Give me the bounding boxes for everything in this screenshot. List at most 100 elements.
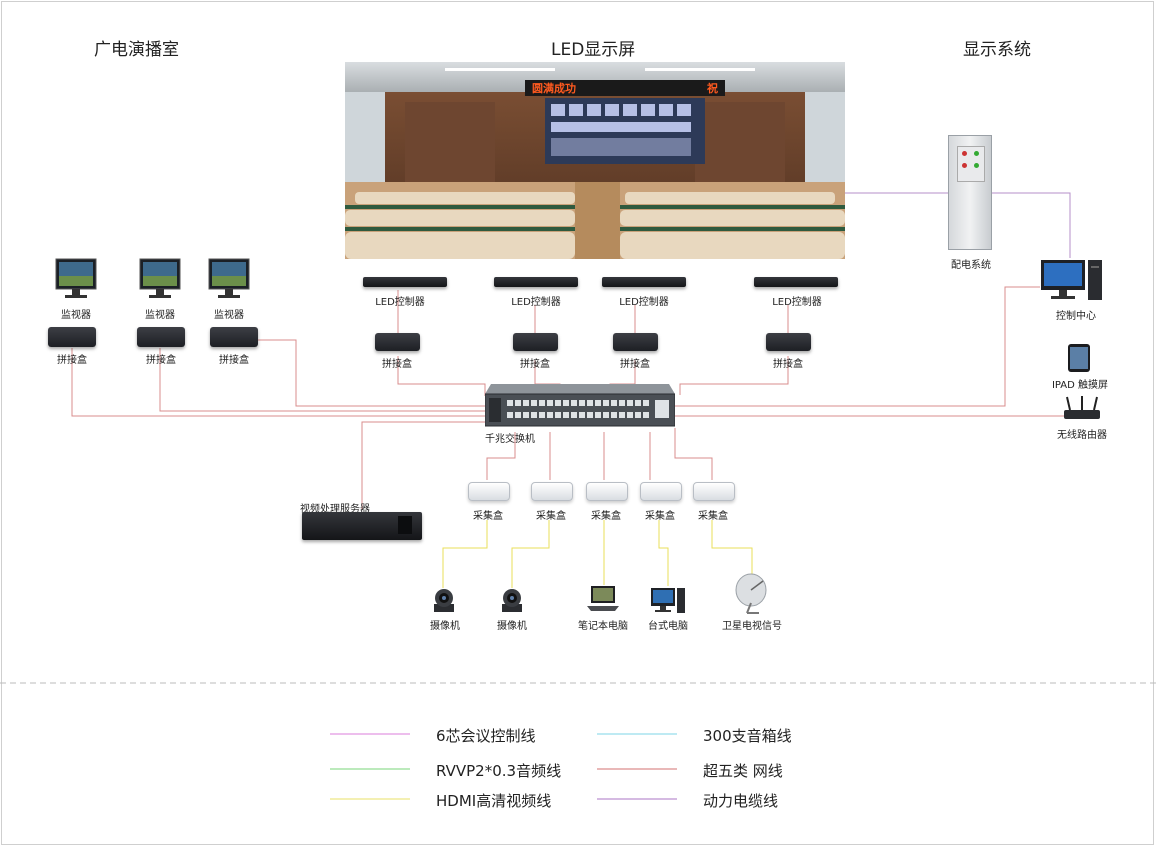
gigabit-switch	[485, 384, 675, 428]
power-to-control	[992, 193, 1070, 258]
switch-label: 千兆交换机	[480, 430, 540, 445]
collector-box-3	[586, 482, 628, 501]
header-studio: 广电演播室	[94, 35, 179, 60]
collector-label-3: 采集盒	[581, 507, 631, 522]
collector-box-1	[468, 482, 510, 501]
led-hall-photo: 圆满成功 祝	[345, 62, 845, 259]
led-controller-label-4: LED控制器	[767, 293, 827, 308]
indicator-light	[962, 163, 967, 168]
splicer-label-left-1: 拼接盒	[46, 351, 98, 366]
splicer-box-led-2	[513, 333, 558, 351]
cable-control-center	[675, 287, 1040, 406]
video-server-panel	[398, 516, 412, 534]
source-label-5: 卫星电视信号	[712, 617, 792, 632]
splicer-label-led-3: 拼接盒	[610, 355, 660, 370]
led-banner-right: 祝	[707, 80, 718, 96]
wireless-router	[1062, 396, 1102, 426]
camera-2	[498, 588, 526, 618]
legend-label-2: 300支音箱线	[703, 725, 792, 746]
satellite-dish-icon	[733, 573, 773, 615]
switch-icon	[485, 384, 675, 428]
control-center-pc	[1040, 258, 1104, 308]
hdmi-1	[443, 520, 487, 588]
camera-1	[430, 588, 458, 618]
monitor-2	[139, 258, 181, 306]
collector-box-2	[531, 482, 573, 501]
monitor-icon	[208, 258, 250, 302]
source-label-2: 摄像机	[487, 617, 537, 632]
source-label-4: 台式电脑	[640, 617, 696, 632]
collector-box-4	[640, 482, 682, 501]
indicator-light	[974, 163, 979, 168]
led-controller-4	[754, 277, 838, 287]
ipad-screen	[1070, 347, 1088, 369]
led-controller-2	[494, 277, 578, 287]
collector-label-5: 采集盒	[688, 507, 738, 522]
splicer-box-left-3	[210, 327, 258, 347]
monitor-3	[208, 258, 250, 306]
source-label-1: 摄像机	[420, 617, 470, 632]
hdmi-4	[659, 520, 668, 586]
header-display-system: 显示系统	[963, 35, 1031, 60]
hdmi-5	[712, 520, 752, 578]
desktop-icon	[1040, 258, 1104, 304]
monitor-label-1: 监视器	[50, 306, 102, 321]
legend-label-4: 超五类 网线	[703, 760, 783, 781]
video-server	[302, 512, 422, 540]
splicer-label-led-1: 拼接盒	[372, 355, 422, 370]
source-label-3: 笔记本电脑	[568, 617, 638, 632]
splicer-label-left-3: 拼接盒	[208, 351, 260, 366]
router-icon	[1062, 396, 1102, 422]
collector-label-2: 采集盒	[526, 507, 576, 522]
splicer-box-left-1	[48, 327, 96, 347]
splicer-label-left-2: 拼接盒	[135, 351, 187, 366]
control-center-label: 控制中心	[1048, 307, 1104, 322]
led-banner-left: 圆满成功	[532, 80, 576, 96]
collector-label-4: 采集盒	[635, 507, 685, 522]
hdmi-cables	[443, 520, 752, 588]
monitor-label-3: 监视器	[203, 306, 255, 321]
power-cabinet	[948, 135, 992, 250]
led-controller-1	[363, 277, 447, 287]
desktop-icon	[650, 586, 686, 616]
router-label: 无线路由器	[1050, 426, 1114, 441]
splicer-box-left-2	[137, 327, 185, 347]
monitor-label-2: 监视器	[134, 306, 186, 321]
led-controller-label-2: LED控制器	[506, 293, 566, 308]
monitor-icon	[55, 258, 97, 302]
legend-label-5: HDMI高清视频线	[436, 790, 551, 811]
ipad-label: IPAD 触摸屏	[1046, 376, 1114, 391]
camera-icon	[498, 588, 526, 614]
splicer-label-led-2: 拼接盒	[510, 355, 560, 370]
legend-label-3: RVVP2*0.3音频线	[436, 760, 561, 781]
monitor-icon	[139, 258, 181, 302]
led-controller-label-1: LED控制器	[370, 293, 430, 308]
legend-label-1: 6芯会议控制线	[436, 725, 536, 746]
legend-label-6: 动力电缆线	[703, 790, 778, 811]
indicator-light	[962, 151, 967, 156]
cable-splicer-3	[233, 340, 485, 406]
hall-illustration	[345, 62, 845, 259]
power-panel	[957, 146, 985, 182]
ipad-device	[1068, 344, 1090, 372]
desktop-pc	[650, 586, 686, 620]
splicer-label-led-4: 拼接盒	[763, 355, 813, 370]
indicator-light	[974, 151, 979, 156]
led-controller-3	[602, 277, 686, 287]
satellite-dish	[733, 573, 773, 619]
header-led-screen: LED显示屏	[551, 35, 635, 60]
splicer-box-led-3	[613, 333, 658, 351]
hdmi-2	[512, 520, 549, 588]
laptop-icon	[585, 584, 621, 614]
splicer-box-led-1	[375, 333, 420, 351]
collector-box-5	[693, 482, 735, 501]
collector-label-1: 采集盒	[463, 507, 513, 522]
splicer-box-led-4	[766, 333, 811, 351]
led-controller-label-3: LED控制器	[614, 293, 674, 308]
camera-icon	[430, 588, 458, 614]
cable-video-server	[362, 422, 485, 510]
power-label: 配电系统	[943, 256, 999, 271]
cable-collector-5	[675, 428, 712, 480]
laptop	[585, 584, 621, 618]
monitor-1	[55, 258, 97, 306]
